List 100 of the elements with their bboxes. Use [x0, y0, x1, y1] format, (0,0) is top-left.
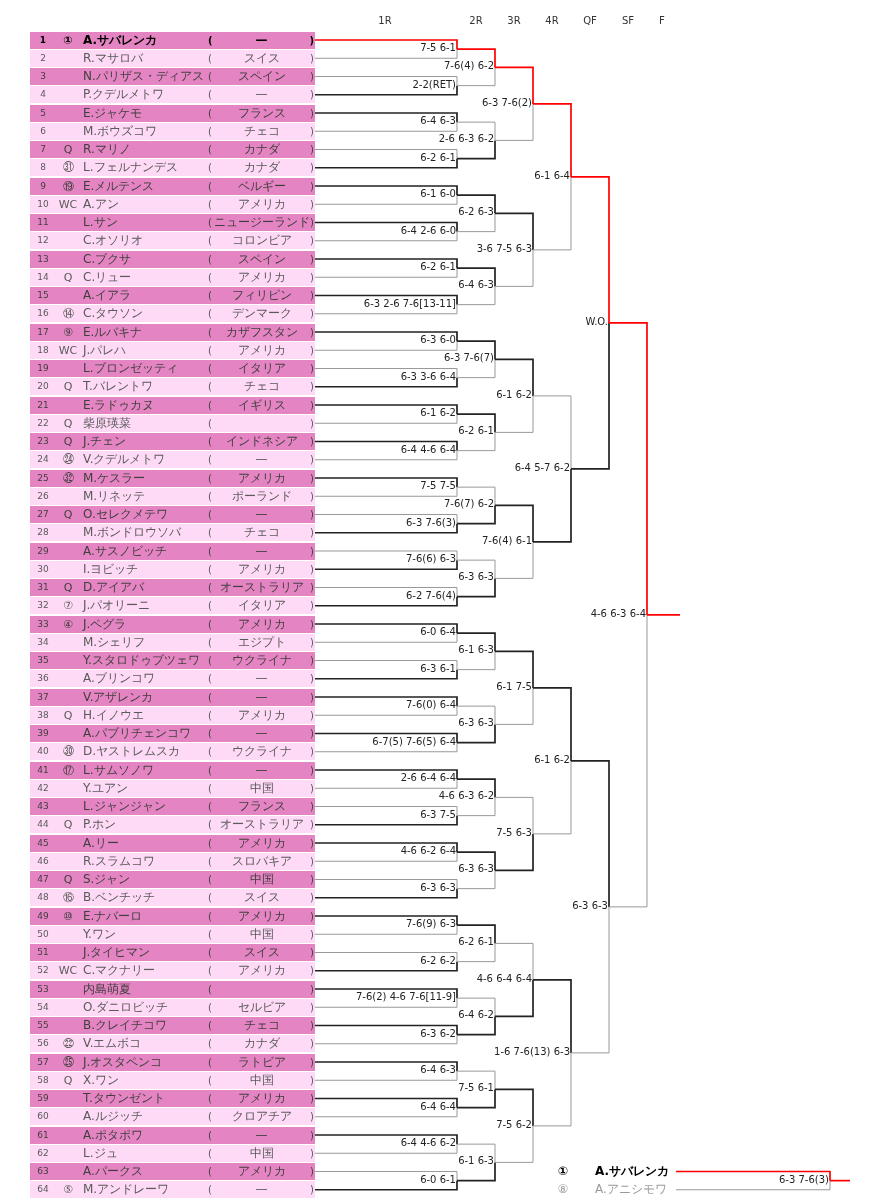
draw-number: 46 [36, 854, 50, 868]
player-row [30, 1090, 315, 1107]
parenthesis: ( [208, 362, 212, 376]
country-name: スイス [242, 889, 281, 907]
score-text: 7-6(6) 6-3 [406, 552, 457, 567]
score-text: 6-0 6-4 [420, 625, 457, 640]
draw-number: 62 [36, 1146, 50, 1160]
draw-number: 43 [36, 800, 50, 813]
score-text: 6-4 2-6 6-0 [400, 223, 457, 238]
bracket-line [494, 650, 534, 689]
player-name: T.タウンゼント [83, 1090, 165, 1107]
score-text: 6-3 7-6(3) [406, 515, 457, 530]
bracket-line [456, 577, 496, 598]
bracket-line [570, 760, 610, 908]
draw-number: 13 [36, 252, 50, 266]
player-name: V.アザレンカ [83, 688, 154, 706]
seed-mark: WC [57, 196, 79, 213]
bracket-line [314, 668, 458, 680]
bracket-line [314, 705, 458, 716]
draw-number: 54 [36, 1000, 50, 1014]
score-text: 6-4 6-3 [420, 114, 457, 129]
bracket-line [570, 322, 610, 470]
player-name: A.サバレンカ [595, 1163, 670, 1180]
player-row [30, 816, 315, 834]
score-text: 6-4 4-6 6-2 [400, 1136, 457, 1151]
draw-number: 47 [36, 873, 50, 886]
player-name: L.ブロンゼッティ [83, 360, 178, 377]
bracket-line [314, 294, 458, 306]
parenthesis: ) [310, 873, 314, 887]
player-name: J.パレハ [83, 341, 127, 359]
player-name: Y.スタロドゥブツェワ [83, 652, 200, 669]
draw-number: 53 [36, 982, 50, 996]
score-text: 7-5 6-3 [496, 825, 533, 840]
draw-number: 5 [39, 106, 47, 120]
parenthesis: ( [208, 763, 212, 778]
country-name: チェコ [242, 122, 281, 140]
parenthesis: ) [310, 234, 314, 249]
bracket-line [456, 139, 496, 160]
score-text: 6-3 6-3 [458, 862, 495, 877]
country-name: — [254, 670, 269, 688]
parenthesis: ( [208, 672, 212, 687]
draw-number: 9 [39, 179, 47, 193]
bracket-line [314, 587, 458, 598]
score-text: 6-3 6-3 [420, 880, 457, 895]
seed-mark: ⑯ [61, 890, 75, 907]
bracket-line [532, 687, 572, 762]
player-name: J.チェン [83, 433, 127, 450]
parenthesis: ) [310, 161, 314, 176]
bracket-line [314, 486, 458, 497]
draw-number: 10 [36, 197, 50, 211]
bracket-line [494, 942, 534, 981]
player-row [30, 141, 315, 158]
bracket-line [494, 833, 534, 872]
seed-mark: ⑩ [62, 908, 74, 925]
seed-mark: ㉜ [61, 470, 75, 487]
bracket-line [646, 614, 681, 616]
parenthesis: ( [208, 526, 212, 541]
player-name: E.ナバーロ [83, 907, 143, 925]
country-name: アメリカ [236, 469, 287, 487]
parenthesis: ( [208, 179, 212, 194]
country-name: — [254, 725, 269, 742]
player-name: R.マリノ [83, 141, 131, 158]
parenthesis: ( [208, 88, 212, 103]
player-name: E.ラドゥカヌ [83, 396, 155, 414]
parenthesis: ( [208, 252, 212, 267]
draw-number: 1 [38, 33, 48, 47]
seed-mark: WC [57, 963, 79, 980]
country-name: 中国 [248, 1071, 275, 1089]
bracket-line [314, 887, 458, 899]
round-header: SF [621, 14, 635, 28]
bracket-line [314, 1070, 458, 1081]
score-text: 6-2 6-2 [420, 953, 457, 968]
parenthesis: ) [310, 544, 314, 559]
draw-number: 8 [39, 161, 47, 175]
parenthesis: ( [208, 380, 212, 395]
parenthesis: ( [208, 270, 212, 285]
draw-number: 50 [36, 927, 50, 941]
score-text: 2-6 6-3 6-2 [438, 132, 495, 147]
country-name: スイス [242, 49, 281, 67]
country-name: エジプト [236, 633, 287, 651]
score-text: 2-6 6-4 6-4 [400, 771, 457, 786]
seed-mark: Q [62, 872, 74, 888]
bracket-line [456, 650, 496, 671]
bracket-line [314, 1034, 458, 1045]
country-name: ベルギー [236, 177, 287, 195]
bracket-line [456, 851, 496, 872]
parenthesis: ) [310, 854, 314, 869]
parenthesis: ( [208, 617, 212, 632]
parenthesis: ) [310, 289, 314, 303]
player-row [30, 287, 315, 304]
score-text: 6-3 6-2 [420, 1026, 457, 1041]
seed-mark: ㉒ [61, 1036, 75, 1053]
country-name: ウクライナ [230, 743, 293, 761]
player-name: A.パークス [83, 1163, 143, 1180]
player-name: L.ジュ [83, 1144, 118, 1162]
player-row [30, 633, 315, 651]
bracket-line [456, 431, 496, 452]
parenthesis: ) [310, 599, 314, 614]
parenthesis: ) [310, 727, 314, 741]
draw-number: 30 [36, 562, 50, 576]
